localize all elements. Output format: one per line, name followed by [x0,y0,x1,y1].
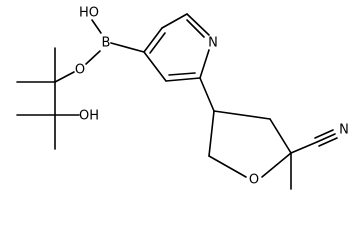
bond-nitrile-triple-1 [314,129,334,139]
bond-pyridine-n-c2 [199,49,210,79]
bond-c4-boron [110,42,145,53]
bond-pyridine-c5-c6 [161,13,188,29]
bond-nitrile-triple-2 [316,133,336,143]
bond-pyridine-c2-c3 [165,77,201,82]
bond-pyridine-c4-c5 [143,27,163,53]
atom-labels: HO B O OH N O N [75,6,349,188]
bonds [16,13,338,190]
bond-pyridine-c3-c4 [143,51,167,82]
bond-pyridine-c6-n-double [186,19,205,38]
pyridine-nitrogen-label: N [208,36,218,51]
bond-boron-oxygen [85,50,101,65]
boron-hydroxyl-label: HO [79,6,99,21]
bond-boron-hydroxyl [91,19,102,34]
bond-pyridine-c2-c3-double [168,72,196,76]
bond-pyridine-oxolane [199,77,215,112]
bond-oxolane-c2-c3 [208,110,215,157]
boronate-oxygen-label: O [75,63,85,78]
nitrile-nitrogen-label: N [339,123,349,138]
chemical-structure-diagram: HO B O OH N O N [16,6,349,190]
bond-oxolane-c5-oxygen [261,152,292,178]
bond-pyridine-c6-n [186,13,210,36]
bond-nitrile-triple-3 [318,137,338,147]
bond-oxolane-c3-c4 [213,110,271,120]
bond-oxygen-quaternary-carbon [54,71,75,83]
ring-oxygen-label: O [249,173,259,188]
bond-pyridine-c4-c5-double [149,32,166,54]
bond-oxolane-c4-c5 [269,118,292,154]
bond-c5-nitrile-carbon [290,141,318,154]
boron-atom-label: B [102,36,111,51]
pinacol-hydroxyl-label: OH [79,109,99,124]
bond-oxolane-oxygen-c2 [208,155,247,178]
